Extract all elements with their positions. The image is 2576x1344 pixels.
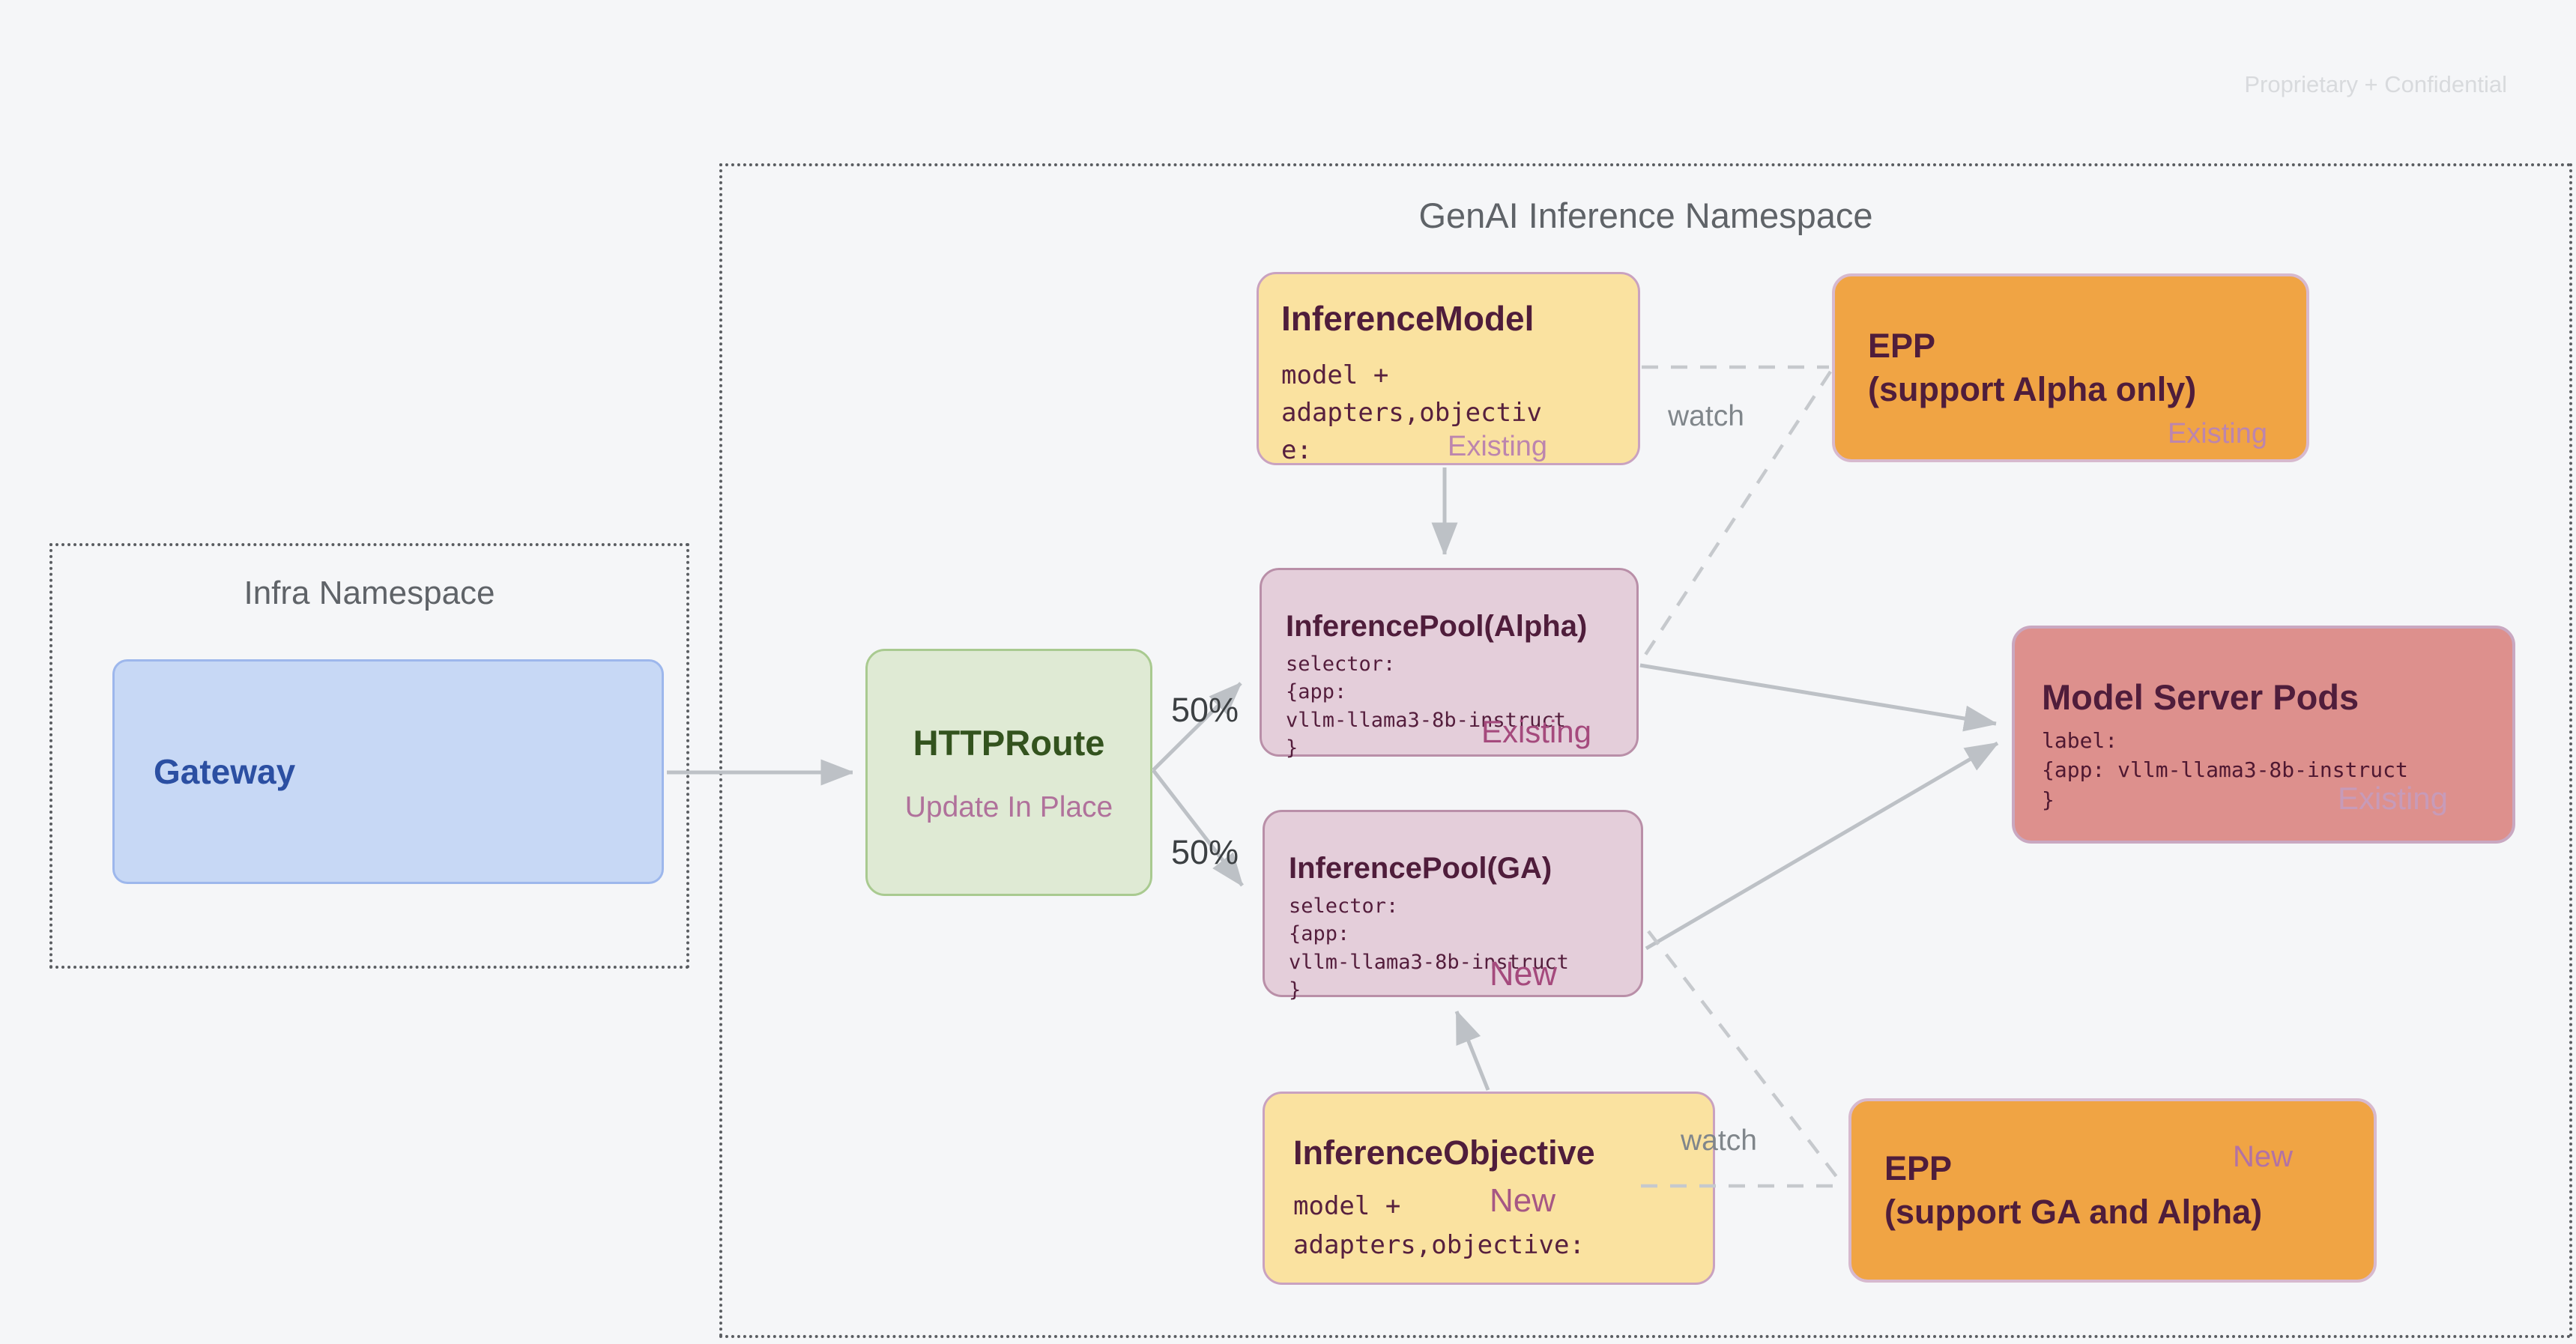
gateway-node: Gateway [112,659,664,884]
model-server-pods-code: label: {app: vllm-llama3-8b-instruct } [2042,728,2408,812]
inference-model-node: InferenceModel model + adapters,objectiv… [1257,272,1640,465]
inference-pool-alpha-title: InferencePool(Alpha) [1286,610,1588,643]
genai-namespace-title: GenAI Inference Namespace [1418,196,1873,235]
inference-pool-ga-node: InferencePool(GA) selector: {app: vllm-l… [1263,810,1643,1002]
inference-objective-status-badge: New [1490,1182,1556,1219]
inference-model-code: model + adapters,objective: [1281,360,1542,465]
epp-alpha-status-badge: Existing [2167,418,2267,449]
httproute-annotation: Update In Place [904,791,1113,824]
inference-model-status-badge: Existing [1448,431,1548,462]
httproute-title: HTTPRoute [913,722,1105,763]
watch-label-bottom: watch [1681,1124,1757,1157]
model-server-pods-status-badge: Existing [2337,781,2448,816]
inference-pool-ga-title: InferencePool(GA) [1289,852,1552,885]
epp-ga-status-badge: New [2232,1140,2293,1173]
epp-ga-title: EPP (support GA and Alpha) [1884,1149,2263,1231]
inference-model-title: InferenceModel [1281,299,1535,338]
inference-objective-code-line1: model + [1293,1190,1401,1221]
inference-pool-ga-code: selector: {app: vllm-llama3-8b-instruct … [1289,895,1569,1002]
httproute-node: HTTPRoute Update In Place [865,649,1152,896]
model-server-pods-node: Model Server Pods label: {app: vllm-llam… [2012,626,2515,844]
epp-ga-node: EPP (support GA and Alpha) New [1848,1098,2377,1283]
inference-objective-title: InferenceObjective [1293,1133,1595,1172]
inference-objective-node: InferenceObjective model + adapters,obje… [1263,1092,1715,1285]
genai-namespace-frame: GenAI Inference Namespace [719,163,2572,1338]
inference-pool-alpha-code: selector: {app: vllm-llama3-8b-instruct … [1286,653,1566,760]
traffic-split-label-ga: 50% [1171,833,1239,871]
model-server-pods-title: Model Server Pods [2042,677,2359,717]
inference-pool-ga-status-badge: New [1489,954,1557,993]
traffic-split-label-alpha: 50% [1171,691,1239,729]
confidential-watermark: Proprietary + Confidential [2244,71,2507,97]
inference-pool-alpha-status-badge: Existing [1481,714,1591,749]
infra-namespace-frame: Infra Namespace [49,543,689,969]
watch-label-top: watch [1668,400,1744,432]
inference-objective-code-line2: adapters,objective: [1293,1230,1585,1261]
epp-alpha-node: EPP (support Alpha only) Existing [1832,273,2309,462]
gateway-title: Gateway [154,751,296,791]
inference-pool-alpha-node: InferencePool(Alpha) selector: {app: vll… [1260,568,1639,760]
infra-namespace-title: Infra Namespace [244,575,495,611]
epp-alpha-title: EPP (support Alpha only) [1868,327,2197,408]
